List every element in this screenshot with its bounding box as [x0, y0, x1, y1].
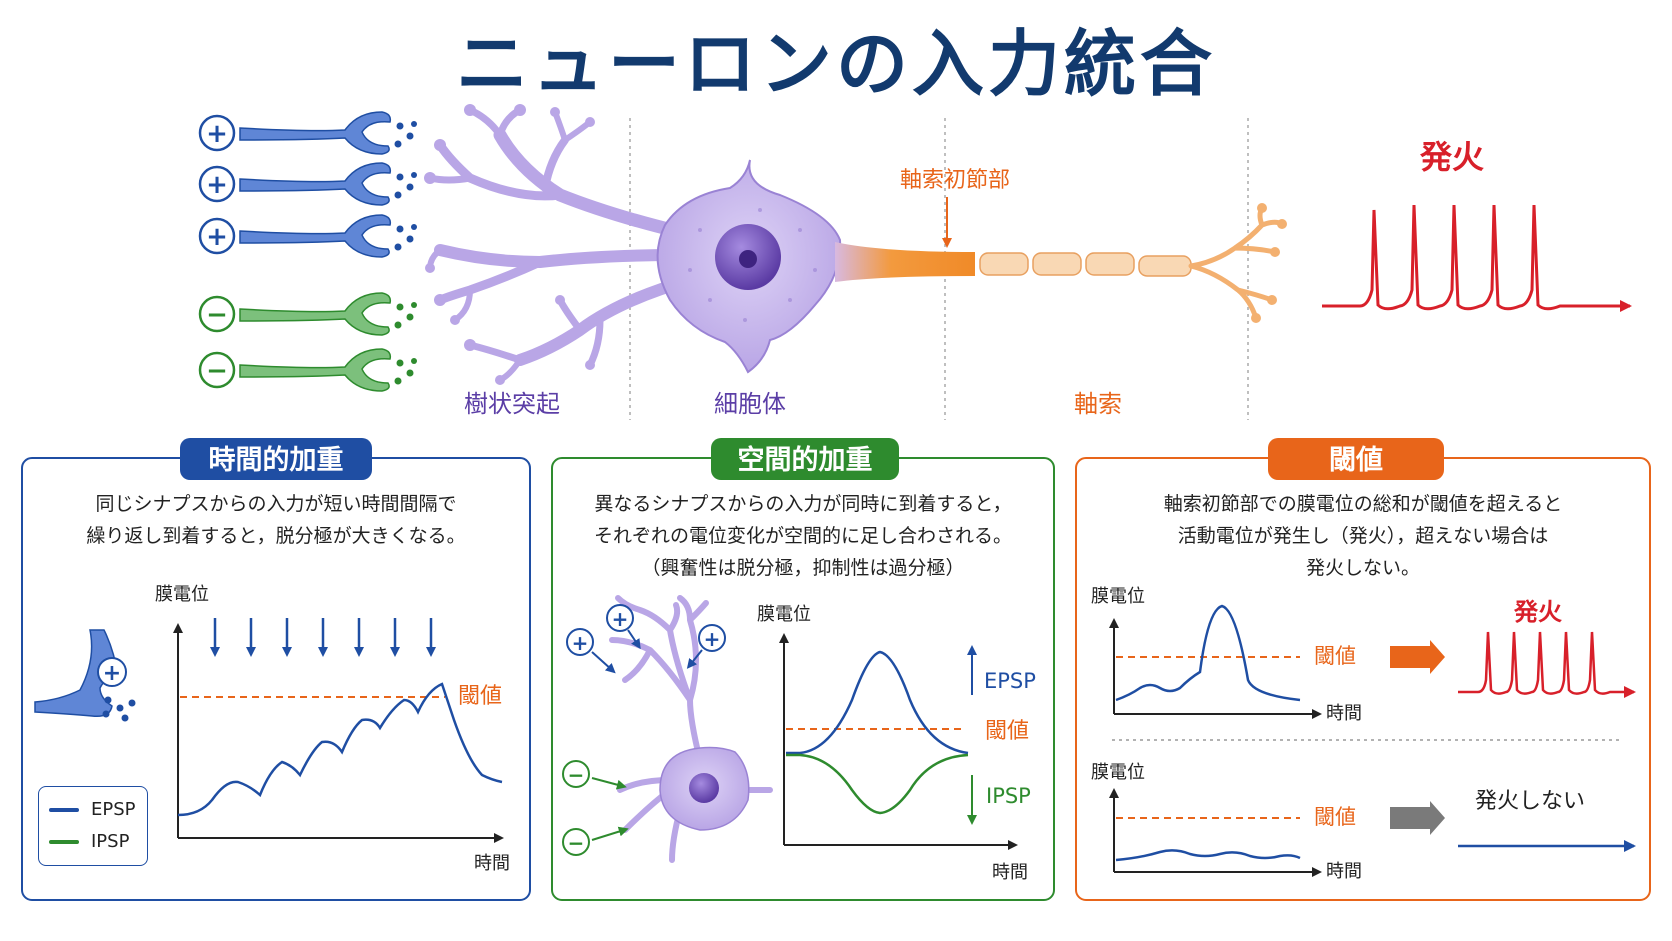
temporal-chart: 膜電位 時間 閾値	[155, 584, 510, 874]
section-dividers	[629, 118, 1249, 420]
spatial-heading: 空間的加重	[738, 444, 873, 476]
spatial-ylabel: 膜電位	[757, 604, 811, 625]
spatial-chart: 膜電位 時間 EPSP 閾値 IPSP	[757, 604, 1036, 883]
svg-text:−: −	[568, 763, 585, 787]
dendrite-tips	[424, 104, 595, 385]
legend-swatch-ipsp	[49, 840, 79, 844]
firing-label: 発火	[1419, 138, 1484, 176]
inhibitory-synapse: −	[198, 348, 417, 392]
excitatory-inputs: + + +	[198, 111, 417, 258]
legend-swatch-epsp	[49, 808, 79, 812]
axon-hillock	[835, 242, 975, 282]
svg-text:閾値: 閾値	[1314, 644, 1356, 668]
svg-text:+: +	[206, 170, 228, 200]
threshold-description: 軸索初節部での膜電位の総和が閾値を超えると 活動電位が発生し（発火），超えない場…	[1163, 493, 1563, 579]
svg-text:+: +	[612, 607, 629, 631]
myelin-sheath	[979, 252, 1192, 277]
spatial-epsp-label: EPSP	[984, 669, 1036, 693]
temporal-heading-tab	[180, 438, 372, 480]
svg-text:膜電位: 膜電位	[1091, 762, 1145, 783]
svg-text:+: +	[206, 119, 228, 149]
svg-text:+: +	[572, 631, 589, 655]
spatial-ipsp-curve	[786, 753, 969, 815]
temporal-epsp-curve	[177, 682, 503, 817]
temporal-heading: 時間的加重	[209, 444, 344, 476]
nucleolus	[739, 250, 757, 268]
temporal-input-arrows	[210, 618, 436, 657]
spatial-heading-tab	[711, 438, 899, 480]
excitatory-synapse: +	[198, 214, 417, 258]
legend-item-epsp: EPSP	[49, 799, 136, 820]
soma-label: 細胞体	[714, 390, 786, 418]
spatial-threshold-label: 閾値	[985, 719, 1029, 744]
dendrite-label: 樹状突起	[464, 390, 560, 418]
temporal-legend: EPSP IPSP	[38, 786, 148, 866]
inhibitory-synapse: −	[198, 292, 417, 336]
svg-text:+: +	[206, 222, 228, 252]
temporal-synapse-icon: +	[34, 629, 136, 722]
spatial-xlabel: 時間	[992, 862, 1028, 883]
spatial-epsp-curve	[786, 650, 969, 755]
threshold-heading-tab	[1268, 438, 1444, 480]
initial-segment-label: 軸索初節部	[900, 168, 1010, 193]
threshold-nofire-chart: 膜電位 時間 閾値 発火しない	[1091, 762, 1636, 882]
svg-text:+: +	[103, 661, 121, 686]
page-title: ニューロンの入力統合	[455, 22, 1216, 106]
spatial-neuron-icon: + + + − −	[562, 595, 773, 863]
axon-label: 軸索	[1074, 390, 1122, 418]
soma-organelles	[688, 208, 817, 322]
temporal-xlabel: 時間	[474, 853, 510, 874]
svg-text:発火: 発火	[1513, 598, 1562, 626]
threshold-heading: 閾値	[1329, 445, 1383, 476]
spatial-ipsp-label: IPSP	[986, 784, 1031, 808]
svg-text:−: −	[206, 300, 228, 330]
svg-text:閾値: 閾値	[1314, 805, 1356, 829]
legend-item-ipsp: IPSP	[49, 831, 129, 852]
svg-text:発火しない: 発火しない	[1475, 789, 1585, 814]
excitatory-synapse: +	[198, 111, 417, 155]
threshold-fire-chart: 膜電位 時間 閾値 発火	[1091, 586, 1636, 724]
temporal-description: 同じシナプスからの入力が短い時間間隔で 繰り返し到着すると，脱分極が大きくなる。	[86, 493, 466, 547]
svg-text:−: −	[568, 831, 585, 855]
output-spike-train	[1322, 204, 1632, 312]
axon-terminals	[1188, 205, 1285, 321]
excitatory-synapse: +	[198, 162, 417, 206]
temporal-ylabel: 膜電位	[155, 584, 209, 605]
svg-text:+: +	[704, 627, 721, 651]
svg-text:膜電位: 膜電位	[1091, 586, 1145, 607]
svg-text:時間: 時間	[1326, 703, 1362, 724]
temporal-threshold-label: 閾値	[458, 684, 502, 709]
inhibitory-inputs: − −	[198, 292, 417, 392]
svg-text:時間: 時間	[1326, 861, 1362, 882]
spatial-description: 異なるシナプスからの入力が同時に到着すると， それぞれの電位変化が空間的に足し合…	[593, 493, 1012, 579]
svg-text:−: −	[206, 356, 228, 386]
axon-terminal-tips	[1251, 203, 1287, 323]
